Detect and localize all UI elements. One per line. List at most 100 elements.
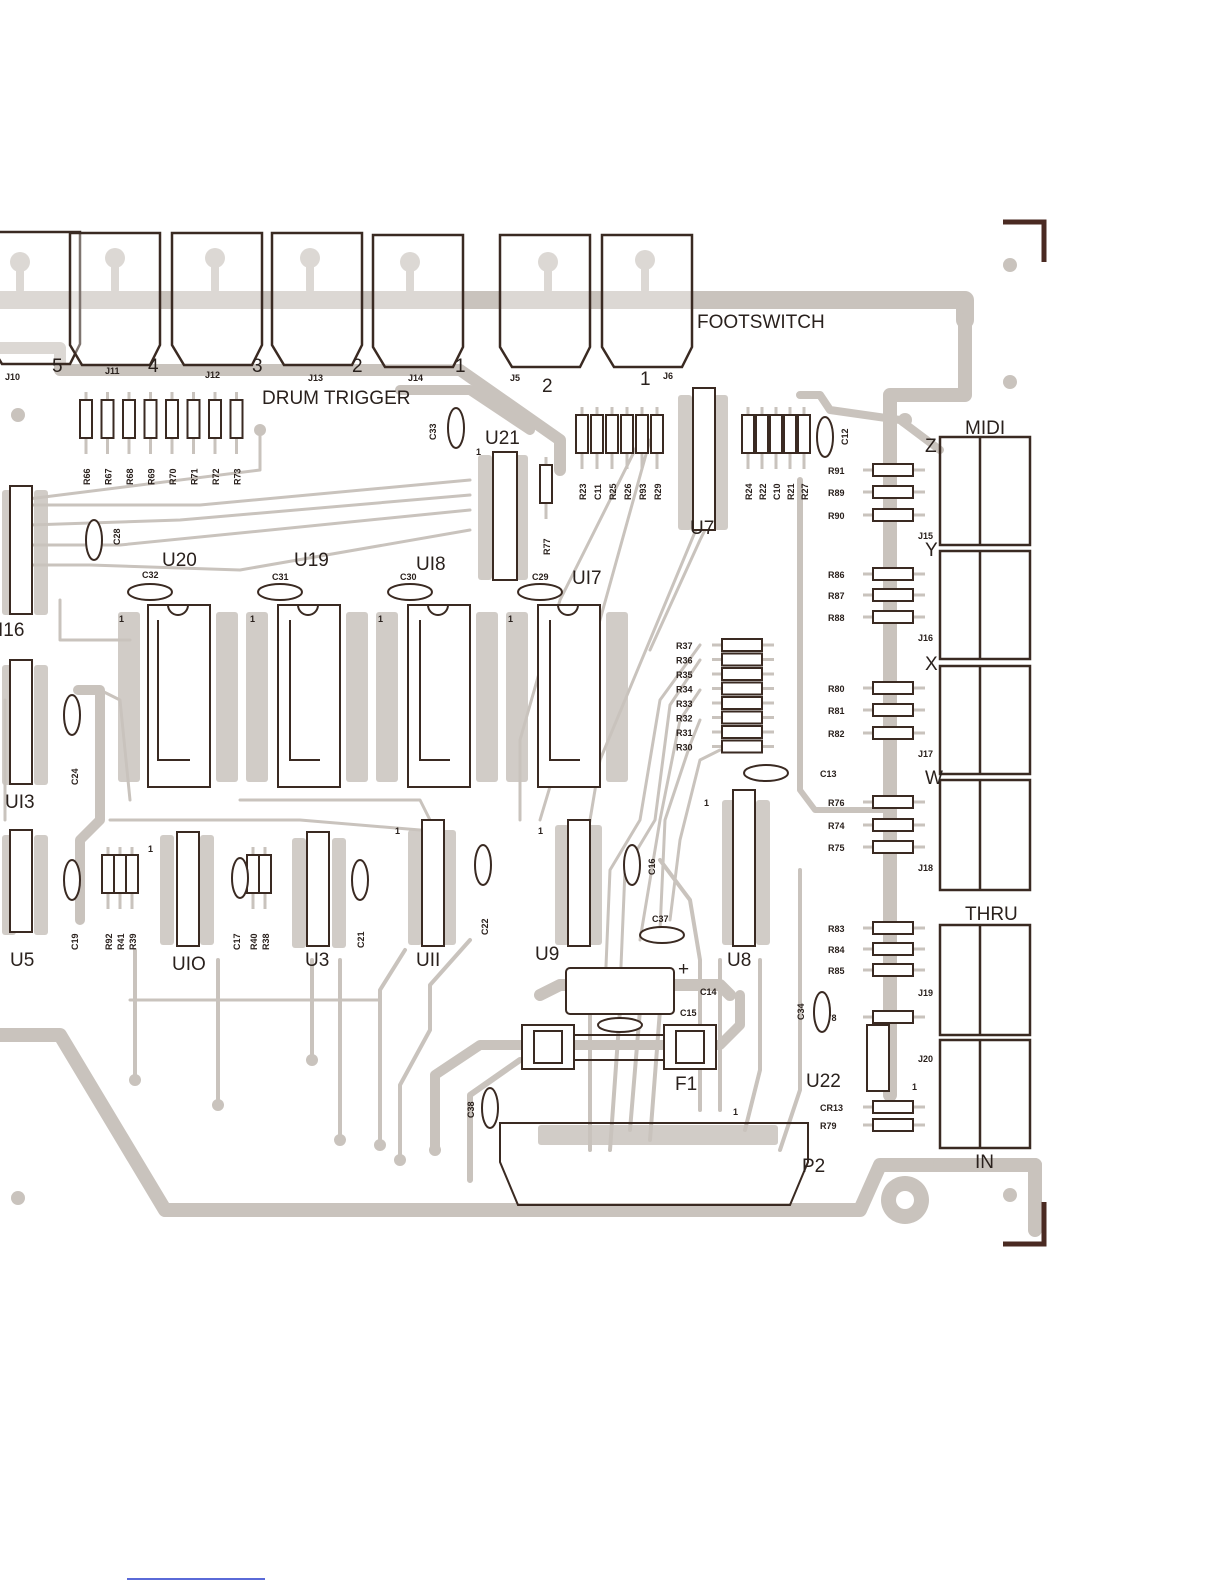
resistor-label-r24: R24 — [744, 483, 754, 500]
capacitor-label-c31: C31 — [272, 572, 289, 582]
midi-din-6 — [938, 1038, 1032, 1150]
R39-body — [125, 854, 139, 894]
jack-number-1: 1 — [455, 356, 466, 377]
midi-din-2 — [938, 549, 1032, 661]
R91-body — [872, 463, 914, 477]
c14-polarity-plus: + — [678, 959, 689, 980]
R37-body — [721, 638, 763, 652]
R68-body — [122, 399, 136, 439]
capacitor-c13-body — [743, 764, 789, 782]
jack-j12: J12 — [205, 370, 220, 380]
midi-din-5 — [938, 923, 1032, 1037]
midi-resistor-label-r82: R82 — [828, 729, 845, 739]
fuse-label: F1 — [675, 1074, 697, 1095]
R41-body — [113, 854, 127, 894]
pin1-u21: 1 — [476, 447, 481, 457]
capacitor-c16-body — [623, 844, 641, 886]
R72-body — [208, 399, 222, 439]
capacitor-c34-body — [813, 991, 831, 1033]
R81-body — [872, 703, 914, 717]
midi-resistor-label-r90: R90 — [828, 511, 845, 521]
R75-body — [872, 840, 914, 854]
capacitor-label-c34: C34 — [796, 1003, 806, 1020]
thru-label: THRU — [965, 904, 1018, 925]
jack-number-3: 3 — [252, 356, 263, 377]
resistor-label-r27: R27 — [800, 483, 810, 500]
jack-number-5: 5 — [52, 356, 63, 377]
midi-port-letter-z: Z — [925, 436, 937, 457]
R79-body — [872, 1118, 914, 1132]
capacitor-label-c24: C24 — [70, 768, 80, 785]
capacitor-label-c14: C14 — [700, 987, 717, 997]
capacitor-c33-body — [447, 407, 465, 449]
phone-jack-3 — [170, 231, 264, 367]
R32-body — [721, 710, 763, 725]
phone-jack-6 — [498, 233, 592, 369]
midi-din-4 — [938, 778, 1032, 892]
R36-body — [721, 652, 763, 667]
chip-u19: U19 — [294, 550, 329, 571]
capacitor-label-c12: C12 — [840, 428, 850, 445]
jack-number-2: 2 — [352, 356, 363, 377]
R89-body — [872, 485, 914, 499]
crop-mark-top — [1003, 219, 1047, 262]
network-label-r37: R37 — [676, 641, 693, 651]
R69-body — [143, 399, 158, 439]
capacitor-label-c37: C37 — [652, 914, 669, 924]
C11-body — [590, 414, 604, 454]
chip-u11: UII — [416, 950, 440, 971]
jack-j14: J14 — [408, 373, 423, 383]
R71-body — [186, 399, 201, 439]
thru-resistor-label-r84: R84 — [828, 945, 845, 955]
pin1-u11: 1 — [395, 826, 400, 836]
R38-body — [258, 854, 272, 894]
R88-body — [872, 610, 914, 624]
midi-label: MIDI — [965, 418, 1005, 439]
R73-body — [229, 399, 244, 439]
chip-u3: U3 — [305, 950, 329, 971]
R66-body — [79, 399, 93, 439]
power-parts: + — [499, 959, 809, 1206]
midi-port-letter-w: W — [925, 768, 943, 789]
capacitor-c31-body — [257, 583, 303, 601]
resistor-label-r39: R39 — [128, 933, 138, 950]
capacitor-c38-body — [481, 1087, 499, 1129]
R33-body — [721, 696, 763, 710]
footer-link-underline[interactable] — [127, 1578, 265, 1580]
resistor-label-r26: R26 — [623, 483, 633, 500]
R87-body — [872, 588, 914, 602]
midi-resistor-label-r81: R81 — [828, 706, 845, 716]
R83-body — [872, 921, 914, 935]
midi-din-3 — [938, 664, 1032, 776]
capacitor-c24-body — [63, 694, 81, 736]
pin1-u18: 1 — [378, 614, 383, 624]
capacitor-c22-body — [474, 844, 492, 886]
chip-u20: U20 — [162, 550, 197, 571]
resistor-label-r70: R70 — [168, 468, 178, 485]
R84-body — [872, 942, 914, 956]
capacitor-label-c15: C15 — [680, 1008, 697, 1018]
midi-resistor-label-r80: R80 — [828, 684, 845, 694]
midi-resistor-label-r87: R87 — [828, 591, 845, 601]
capacitor-label-c28: C28 — [112, 528, 122, 545]
R34-body — [721, 681, 763, 696]
footswitch-label: FOOTSWITCH — [697, 312, 825, 333]
resistor-label-r67: R67 — [104, 468, 114, 485]
capacitor-c21-body — [351, 859, 369, 901]
resistor-label-c10: C10 — [772, 483, 782, 500]
midi-resistor-label-r89: R89 — [828, 488, 845, 498]
vias — [11, 258, 1017, 1205]
capacitor-c30-body — [387, 583, 433, 601]
in-part-label-cr13: CR13 — [820, 1103, 843, 1113]
R25-body — [605, 414, 619, 454]
thru-jack-j19: J19 — [918, 988, 933, 998]
resistor-label-r40: R40 — [249, 933, 259, 950]
phone-jack-1 — [0, 230, 82, 366]
network-label-r30: R30 — [676, 743, 693, 753]
R22-body — [755, 414, 769, 454]
connector-p2-label: P2 — [802, 1156, 825, 1177]
midi-jack-j18: J18 — [918, 863, 933, 873]
